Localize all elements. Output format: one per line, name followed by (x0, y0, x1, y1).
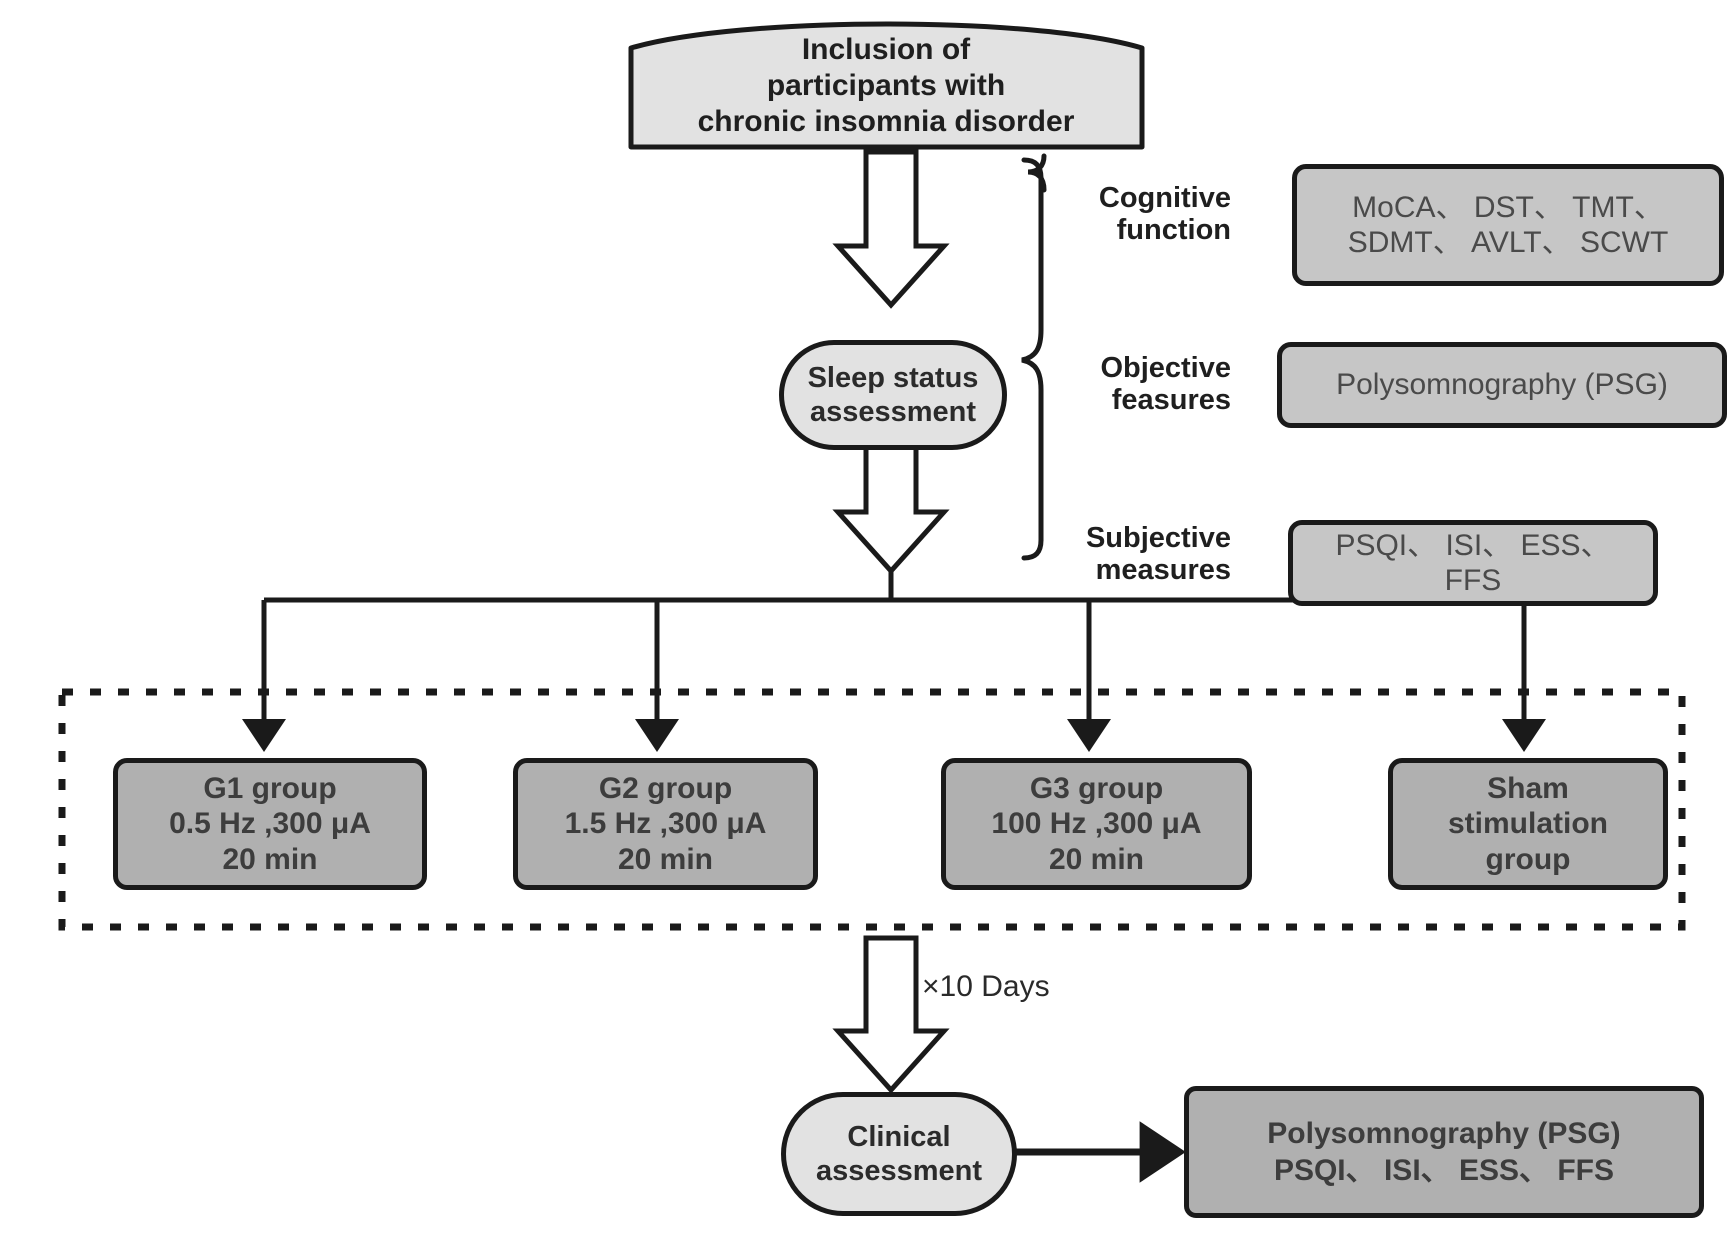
inclusion-banner-outline (628, 21, 1145, 150)
group-box-g1: G1 group 0.5 Hz ,300 μA 20 min (113, 758, 427, 890)
measures-box-cognitive-function: MoCA、 DST、 TMT、 SDMT、 AVLT、 SCWT (1292, 164, 1724, 286)
block-arrow-sleep-to-groups (832, 440, 950, 575)
block-arrow-groups-to-clinical (832, 935, 950, 1094)
repeat-days-annotation: ×10 Days (922, 970, 1050, 1003)
clinical-assessment-node: Clinical assessment (781, 1092, 1017, 1216)
assessment-brace-bottom-hook (1021, 537, 1044, 561)
group-box-g2: G2 group 1.5 Hz ,300 μA 20 min (513, 758, 818, 890)
assessment-brace-body (1021, 175, 1044, 543)
outcome-measures-box: Polysomnography (PSG) PSQI、 ISI、 ESS、 FF… (1184, 1086, 1704, 1218)
assessment-brace-top-hook (1021, 157, 1044, 181)
assessment-label-cognitive-function: Cognitive function (1098, 182, 1231, 247)
inclusion-banner: Inclusion of participants with chronic i… (697, 33, 1075, 138)
measures-box-subjective-measures: PSQI、 ISI、 ESS、 FFS (1288, 520, 1658, 606)
measures-box-objective-feasures: Polysomnography (PSG) (1277, 342, 1727, 428)
group-box-sham: Sham stimulation group (1388, 758, 1668, 890)
group-box-g3: G3 group 100 Hz ,300 μA 20 min (941, 758, 1252, 890)
block-arrow-inclusion-to-sleep (832, 149, 950, 309)
assessment-label-subjective-measures: Subjective measures (1085, 522, 1231, 587)
sleep-status-assessment-node: Sleep status assessment (779, 340, 1007, 450)
assessment-label-objective-feasures: Objective feasures (1100, 352, 1231, 417)
intervention-groups-dotted-container (58, 688, 1686, 931)
